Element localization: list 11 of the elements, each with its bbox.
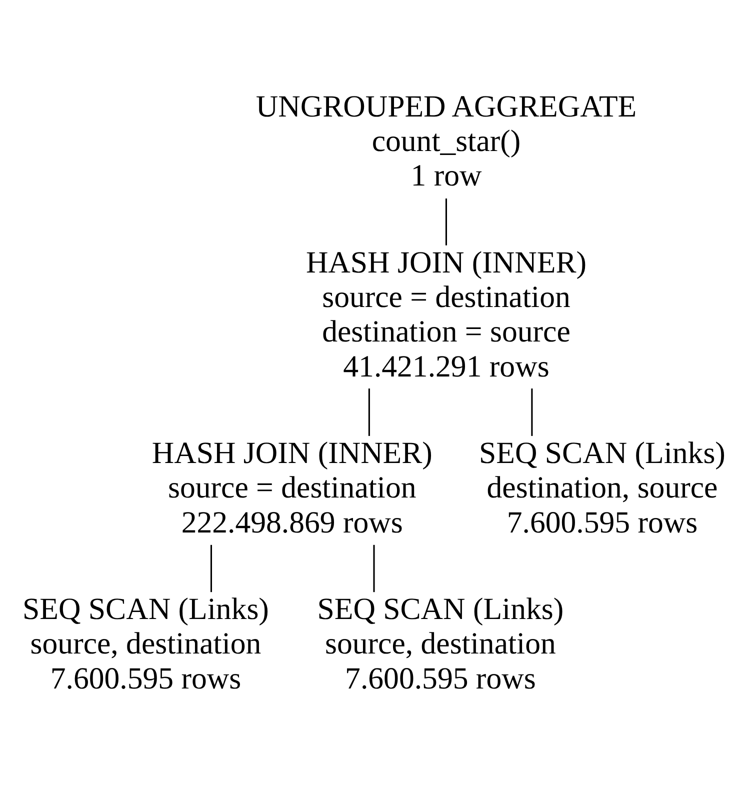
node-text: SEQ SCAN (Links) destination, source 7.600.595 rows (479, 435, 726, 539)
node-text: UNGROUPED AGGREGATE count_star() 1 row (256, 88, 637, 192)
connector (368, 388, 370, 436)
node-text: HASH JOIN (INNER) source = destination 222.498.869 rows (152, 435, 432, 539)
node-text: SEQ SCAN (Links) source, destination 7.600.595 rows (317, 592, 564, 695)
connector (445, 198, 447, 245)
connector (373, 544, 375, 592)
connector (210, 544, 212, 592)
node-text: HASH JOIN (INNER) source = destination destination = source 41.421.291 rows (306, 244, 587, 383)
node-text: SEQ SCAN (Links) source, destination 7.600.595 rows (22, 592, 269, 695)
connector (531, 388, 533, 436)
